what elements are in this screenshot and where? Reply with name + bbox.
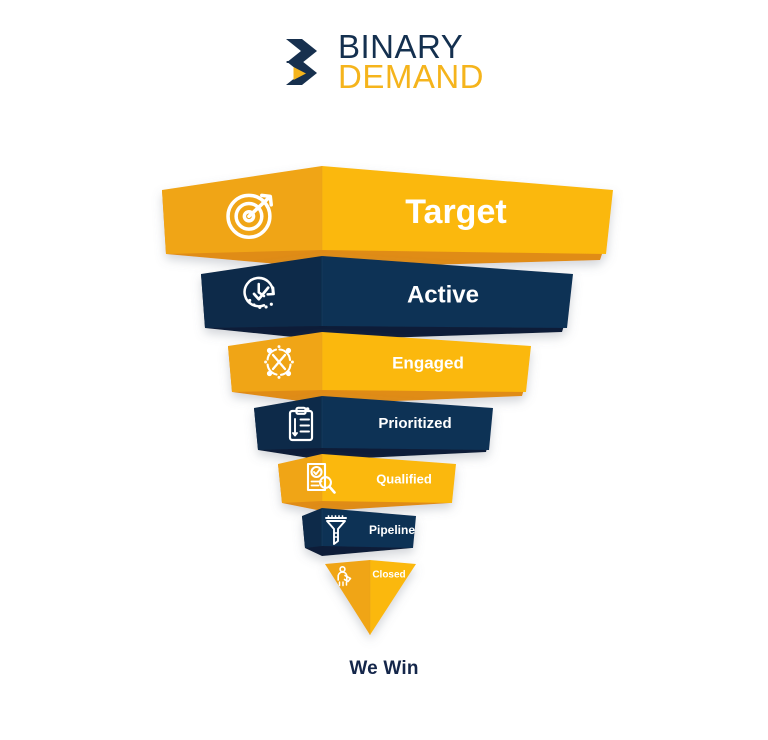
stage-left-face-active (201, 256, 322, 328)
funnel-stage-closed[interactable]: Closed (325, 560, 416, 635)
document-check-magnifier-icon (306, 462, 336, 494)
funnel-stage-engaged[interactable]: Engaged (228, 332, 531, 404)
stage-right-face-engaged (322, 332, 531, 392)
funnel-stage-active[interactable]: Active (201, 256, 573, 340)
stage-label-engaged: Engaged (392, 353, 464, 372)
clipboard-list-icon (288, 406, 314, 442)
we-win-caption: We Win (349, 658, 419, 679)
stage-label-active: Active (407, 281, 479, 308)
funnel-stage-qualified[interactable]: Qualified (278, 454, 456, 511)
brand-wordmark: BINARY DEMAND (337, 27, 484, 95)
target-arrow-icon (226, 193, 273, 239)
stage-left-face-engaged (228, 332, 322, 392)
handshake-icon (337, 565, 352, 587)
stage-label-target: Target (405, 193, 506, 231)
funnel-stage-target[interactable]: Target (162, 166, 613, 268)
stage-right-face-qualified (322, 454, 456, 503)
stage-left-face-closed (325, 560, 370, 635)
brand-line-binary: BINARY (337, 27, 464, 65)
stage-left-face-qualified (278, 454, 322, 503)
stage-right-face-prioritized (322, 396, 493, 450)
stage-label-qualified: Qualified (376, 471, 432, 486)
stage-label-prioritized: Prioritized (378, 415, 451, 432)
brand-line-demand: DEMAND (337, 58, 484, 95)
network-nodes-icon (264, 345, 294, 379)
stage-left-face-pipeline (302, 508, 322, 548)
funnel-stage-pipeline[interactable]: Pipeline (302, 508, 416, 556)
binary-demand-chevron-logo-icon (285, 39, 317, 85)
stage-label-pipeline: Pipeline (369, 523, 415, 537)
brand-header: BINARY DEMAND (0, 26, 768, 98)
funnel-stage-prioritized[interactable]: Prioritized (254, 396, 493, 460)
stage-right-face-active (322, 256, 573, 328)
funnel-icon (325, 515, 347, 545)
clock-check-icon (243, 276, 275, 309)
funnel-diagram: Target Active (0, 150, 768, 650)
stage-right-face-closed (370, 560, 416, 635)
stage-right-face-target (322, 166, 613, 254)
stage-label-closed: Closed (372, 570, 405, 581)
stage-left-face-target (162, 166, 322, 254)
